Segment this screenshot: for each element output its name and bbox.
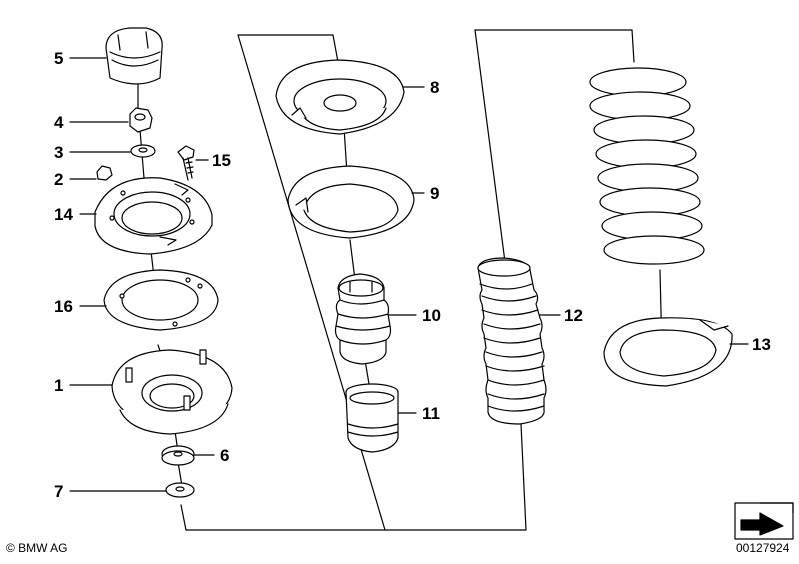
part-15-bolt <box>177 145 195 181</box>
part-8-spring-seat <box>275 59 405 135</box>
diagram-number: 00127924 <box>736 541 790 555</box>
callout-11: 11 <box>422 404 440 423</box>
coil-spring <box>589 67 705 265</box>
callout-5: 5 <box>54 49 64 68</box>
callout-8: 8 <box>430 78 440 97</box>
callout-7: 7 <box>54 482 64 501</box>
part-11-tube <box>345 383 399 453</box>
callout-3: 3 <box>54 143 64 162</box>
part-14-plate <box>94 177 213 255</box>
callout-15: 15 <box>212 151 231 170</box>
callout-9: 9 <box>430 184 440 203</box>
callout-16: 16 <box>54 297 73 316</box>
part-2-nut <box>96 165 113 181</box>
part-13-spring-pad <box>603 317 733 387</box>
callout-14: 14 <box>54 205 73 224</box>
callout-4: 4 <box>54 113 64 132</box>
callout-6: 6 <box>220 446 230 465</box>
part-16-gasket <box>103 269 219 331</box>
part-4-nut <box>129 107 153 133</box>
part-7-washer <box>165 482 195 498</box>
copyright-text: © BMW AG <box>6 541 68 555</box>
callout-2: 2 <box>54 170 64 189</box>
part-9-pad <box>287 165 415 239</box>
callout-10: 10 <box>422 306 441 325</box>
part-3-washer <box>130 144 156 158</box>
callout-13: 13 <box>752 335 771 354</box>
arrow-icon <box>734 502 794 540</box>
part-1-mount <box>111 349 233 435</box>
part-5-cap <box>105 27 163 85</box>
group-frame-middle <box>384 29 635 531</box>
part-12-boot <box>477 257 547 425</box>
callout-1: 1 <box>54 376 64 395</box>
callout-12: 12 <box>564 306 583 325</box>
part-10-bumpstop <box>334 273 392 365</box>
part-6-washer <box>161 445 195 466</box>
